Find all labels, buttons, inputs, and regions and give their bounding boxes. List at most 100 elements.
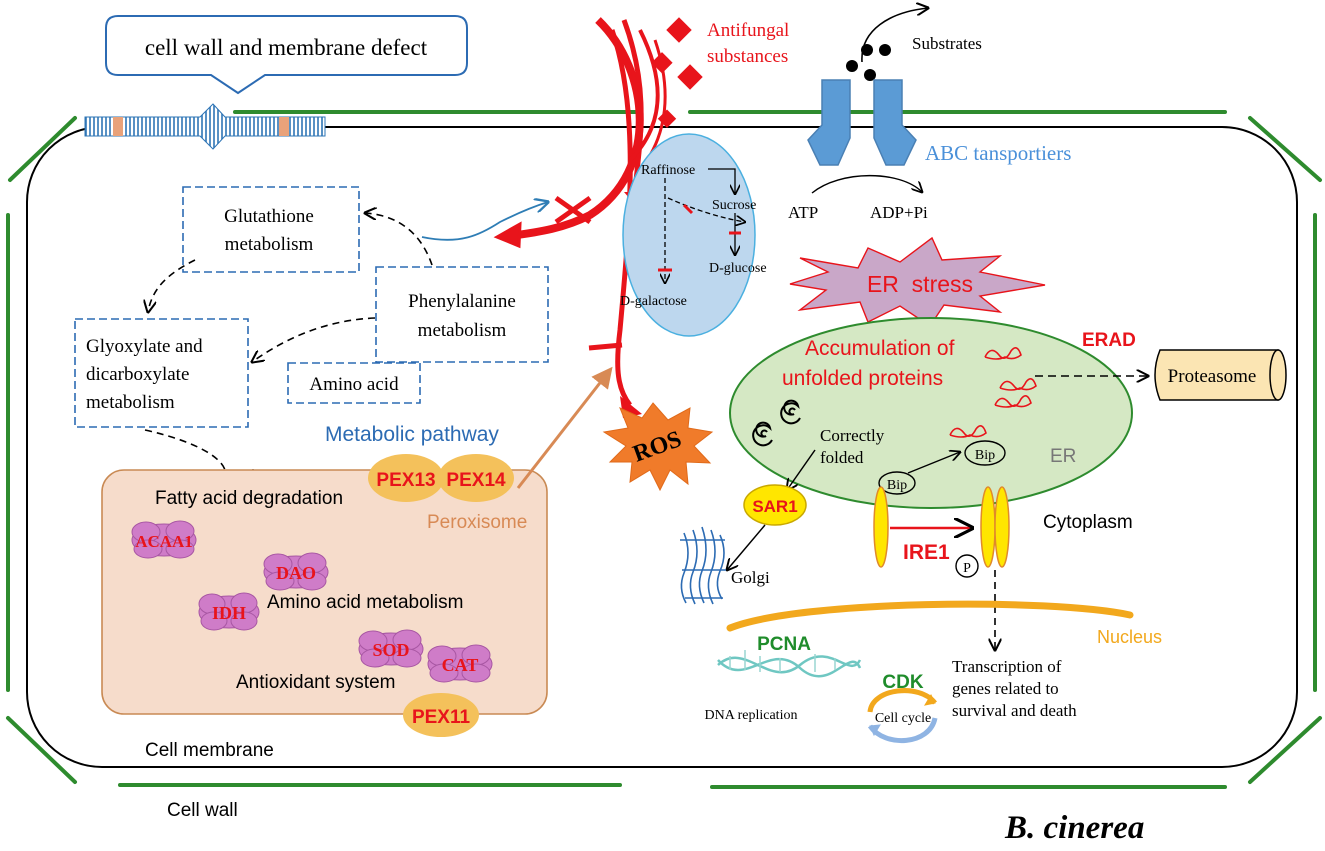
sucrose-label: Sucrose xyxy=(712,198,756,213)
golgi-stack xyxy=(680,526,726,605)
dglucose-label: D-glucose xyxy=(709,261,767,276)
vacuole xyxy=(622,133,756,337)
ire1-monomer xyxy=(873,486,889,568)
glutathione-label-line1: Glutathione xyxy=(224,206,314,227)
golgi-label: Golgi xyxy=(731,568,770,587)
glutathione-box xyxy=(182,186,360,273)
er-label: ER xyxy=(1050,446,1076,467)
amino-acid-metabolism-label: Amino acid metabolism xyxy=(267,592,463,613)
antifungal-label-line2: substances xyxy=(707,46,788,67)
cell-wall-label: Cell wall xyxy=(167,800,238,821)
er-stress-label: ER stress xyxy=(867,271,973,297)
bip-binding-arrow xyxy=(907,452,960,474)
idh-label: IDH xyxy=(212,603,246,623)
cell-wall-defect-callout: cell wall and membrane defect xyxy=(105,15,468,95)
atp-hydrolysis-arrow xyxy=(811,174,922,193)
ros-burst xyxy=(602,402,714,492)
proteasome xyxy=(1154,349,1287,401)
antifungal-diamonds xyxy=(651,17,703,128)
nucleus-label: Nucleus xyxy=(1097,627,1162,647)
pex14 xyxy=(438,454,514,502)
enzyme-clouds xyxy=(131,520,493,683)
cat-label: CAT xyxy=(442,655,479,675)
cytoplasm-label: Cytoplasm xyxy=(1043,512,1133,533)
nuclear-envelope xyxy=(726,600,1134,632)
metabolic-pathway-arrows xyxy=(145,213,433,478)
correctly-folded-label-line1: Correctly xyxy=(820,426,885,445)
cell-wall-defect-label: cell wall and membrane defect xyxy=(145,35,428,60)
antifungal-label-line1: Antifungal xyxy=(707,20,789,41)
erad-label: ERAD xyxy=(1082,330,1136,351)
amino-acid-box xyxy=(287,362,421,404)
glyoxylate-label-line3: metabolism xyxy=(86,392,175,413)
proteasome-label: Proteasome xyxy=(1168,366,1257,387)
substrate-dots xyxy=(846,44,891,81)
pex13 xyxy=(368,454,444,502)
pex14-label: PEX14 xyxy=(446,470,506,491)
phosphate-group xyxy=(955,554,979,578)
pcna-label: PCNA xyxy=(757,634,811,655)
accumulation-label-line1: Accumulation of xyxy=(805,337,955,360)
bip-bound xyxy=(964,440,1006,466)
adp-label: ADP+Pi xyxy=(870,203,928,222)
pex-proteins xyxy=(368,454,514,737)
transcription-label-line3: survival and death xyxy=(952,701,1077,720)
phenylalanine-box xyxy=(375,266,549,363)
cdk-label: CDK xyxy=(882,672,923,693)
dna-helix xyxy=(717,650,862,678)
bip-free-label: Bip xyxy=(887,478,907,493)
glyoxylate-box xyxy=(74,318,249,428)
metabolism-to-glutathione-arrow xyxy=(421,202,548,241)
correctly-folded-label-line2: folded xyxy=(820,448,864,467)
metabolic-pathway-label: Metabolic pathway xyxy=(325,423,499,446)
dao-label: DAO xyxy=(276,563,316,583)
ire1-label: IRE1 xyxy=(903,541,950,564)
glutathione-label-line2: metabolism xyxy=(225,234,314,255)
fatty-acid-label: Fatty acid degradation xyxy=(155,488,343,509)
transcription-label-line2: genes related to xyxy=(952,679,1059,698)
pex11 xyxy=(403,693,479,737)
phosphate-label: P xyxy=(963,561,971,576)
pex11-label: PEX11 xyxy=(412,707,471,728)
folded-to-sar1-arrow xyxy=(787,449,816,490)
sugar-inhibition-marks xyxy=(658,203,741,272)
sar1-label: SAR1 xyxy=(752,497,797,516)
endoplasmic-reticulum xyxy=(729,317,1133,509)
cell-wall xyxy=(6,110,1322,789)
unfolded-proteins xyxy=(949,347,1037,438)
ire1-dimer xyxy=(980,486,1010,568)
sar1-to-golgi-arrow xyxy=(727,524,766,570)
bip-free xyxy=(878,471,916,495)
membrane-defect-bilayer xyxy=(84,103,326,150)
transcription-label-line1: Transcription of xyxy=(952,657,1062,676)
sar1 xyxy=(743,484,807,526)
bip-bound-label: Bip xyxy=(975,448,995,463)
cell-membrane-label: Cell membrane xyxy=(145,740,274,761)
glyoxylate-label-line2: dicarboxylate xyxy=(86,364,189,385)
pex13-label: PEX13 xyxy=(376,470,435,491)
species-label: B. cinerea xyxy=(1004,810,1144,846)
cell-cycle-label: Cell cycle xyxy=(875,711,931,726)
phenylalanine-label-line1: Phenylalanine xyxy=(408,291,516,312)
er-stress-burst xyxy=(789,236,1046,327)
raffinose-label: Raffinose xyxy=(641,163,695,178)
atp-label: ATP xyxy=(788,203,818,222)
cell-cycle-arrows xyxy=(867,688,938,743)
glyoxylate-label-line1: Glyoxylate and xyxy=(86,336,203,357)
sod-label: SOD xyxy=(372,640,409,660)
substrate-export-arrow xyxy=(861,8,928,63)
abc-transporter xyxy=(807,79,917,166)
antioxidant-label: Antioxidant system xyxy=(236,672,395,693)
peroxisome-to-ros-arrow xyxy=(516,366,613,489)
folded-protein-spirals xyxy=(752,399,801,447)
amino-acid-label: Amino acid xyxy=(309,374,399,395)
dna-replication-label: DNA replication xyxy=(705,708,798,723)
peroxisome-label: Peroxisome xyxy=(427,512,527,533)
accumulation-label-line2: unfolded proteins xyxy=(782,367,943,390)
acaa1-label: ACAA1 xyxy=(135,532,193,551)
phenylalanine-label-line2: metabolism xyxy=(418,320,507,341)
dgalactose-label: D-galactose xyxy=(620,294,687,309)
abc-transporters-label: ABC tansportiers xyxy=(925,141,1071,165)
